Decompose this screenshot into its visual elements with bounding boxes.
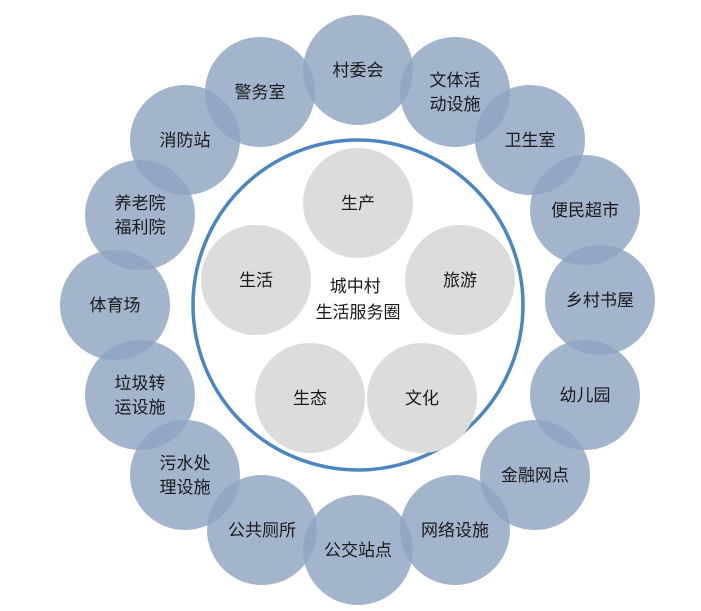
outer-node-bus-stop-label: 公交站点 xyxy=(324,541,392,561)
outer-node-garbage-transfer-label-line-2: 运设施 xyxy=(115,398,166,418)
inner-node-production-label-line-1: 生产 xyxy=(341,194,375,214)
outer-node-health-clinic-label-line-1: 卫生室 xyxy=(505,131,556,151)
outer-node-public-toilet-label-line-1: 公共厕所 xyxy=(228,521,296,541)
outer-node-fire-station-label: 消防站 xyxy=(160,131,211,151)
outer-node-financial-outlet-label: 金融网点 xyxy=(501,466,569,486)
outer-node-sewage-treatment-label-line-1: 污水处 xyxy=(160,454,211,474)
outer-node-convenience-store-label-line-1: 便民超市 xyxy=(551,201,619,221)
outer-node-sewage-treatment xyxy=(130,420,240,530)
inner-node-production xyxy=(303,148,413,258)
outer-node-financial-outlet-label-line-1: 金融网点 xyxy=(501,466,569,486)
inner-node-tourism-label: 旅游 xyxy=(443,271,477,291)
outer-node-kindergarten-label-line-1: 幼儿园 xyxy=(560,386,611,406)
inner-node-living xyxy=(201,225,311,335)
outer-node-public-toilet xyxy=(207,475,317,585)
outer-node-village-committee xyxy=(303,15,413,125)
outer-node-convenience-store xyxy=(530,155,640,265)
outer-node-stadium-label: 体育场 xyxy=(90,296,141,316)
outer-node-culture-sports-label: 文体活动设施 xyxy=(430,71,481,115)
center-label: 城中村 生活服务圈 xyxy=(316,277,401,323)
outer-node-police-office-label-line-1: 警务室 xyxy=(235,83,286,103)
outer-node-garbage-transfer-label-line-1: 垃圾转 xyxy=(115,374,166,394)
outer-node-culture-sports-label-line-2: 动设施 xyxy=(430,95,481,115)
outer-node-police-office-label: 警务室 xyxy=(235,83,286,103)
outer-node-health-clinic-label: 卫生室 xyxy=(505,131,556,151)
outer-node-kindergarten xyxy=(530,340,640,450)
center-label-line-2: 生活服务圈 xyxy=(316,303,401,323)
inner-node-culture-label-line-1: 文化 xyxy=(405,389,439,409)
inner-node-living-label: 生活 xyxy=(239,271,273,291)
inner-node-ecology-label: 生态 xyxy=(293,389,327,409)
outer-node-nursing-home-label-line-1: 养老院 xyxy=(115,194,166,214)
outer-node-village-committee-label: 村委会 xyxy=(333,61,384,81)
outer-node-village-library-label: 乡村书屋 xyxy=(566,291,634,311)
outer-node-stadium xyxy=(60,250,170,360)
outer-node-stadium-label-line-1: 体育场 xyxy=(90,296,141,316)
inner-node-living-label-line-1: 生活 xyxy=(239,271,273,291)
inner-node-tourism-label-line-1: 旅游 xyxy=(443,271,477,291)
outer-node-fire-station-label-line-1: 消防站 xyxy=(160,131,211,151)
inner-node-ecology-label-line-1: 生态 xyxy=(293,389,327,409)
outer-node-village-committee-label-line-1: 村委会 xyxy=(333,61,384,81)
outer-node-bus-stop-label-line-1: 公交站点 xyxy=(324,541,392,561)
outer-node-sewage-treatment-label-line-2: 理设施 xyxy=(160,478,211,498)
outer-node-public-toilet-label: 公共厕所 xyxy=(228,521,296,541)
outer-node-bus-stop xyxy=(303,495,413,605)
inner-node-culture xyxy=(367,343,477,453)
outer-node-garbage-transfer xyxy=(85,340,195,450)
inner-node-production-label: 生产 xyxy=(341,194,375,214)
outer-node-kindergarten-label: 幼儿园 xyxy=(560,386,611,406)
inner-node-tourism xyxy=(405,225,515,335)
inner-node-ecology xyxy=(255,343,365,453)
outer-node-culture-sports-label-line-1: 文体活 xyxy=(430,71,481,91)
outer-node-network-facility-label: 网络设施 xyxy=(421,521,489,541)
outer-node-financial-outlet xyxy=(480,420,590,530)
inner-node-culture-label: 文化 xyxy=(405,389,439,409)
outer-node-garbage-transfer-label: 垃圾转运设施 xyxy=(115,374,166,418)
outer-node-convenience-store-label: 便民超市 xyxy=(551,201,619,221)
outer-node-sewage-treatment-label: 污水处理设施 xyxy=(160,454,211,498)
outer-nodes-group: 村委会文体活动设施卫生室便民超市乡村书屋幼儿园金融网点网络设施公交站点 公共厕所 污… xyxy=(60,15,655,605)
outer-node-police-office xyxy=(205,37,315,147)
outer-node-village-library xyxy=(545,245,655,355)
outer-node-network-facility-label-line-1: 网络设施 xyxy=(421,521,489,541)
outer-node-village-library-label-line-1: 乡村书屋 xyxy=(566,291,634,311)
outer-node-network-facility xyxy=(400,475,510,585)
center-label-line-1: 城中村 xyxy=(330,277,381,297)
outer-node-nursing-home-label: 养老院福利院 xyxy=(115,194,166,238)
outer-node-nursing-home-label-line-2: 福利院 xyxy=(115,218,166,238)
